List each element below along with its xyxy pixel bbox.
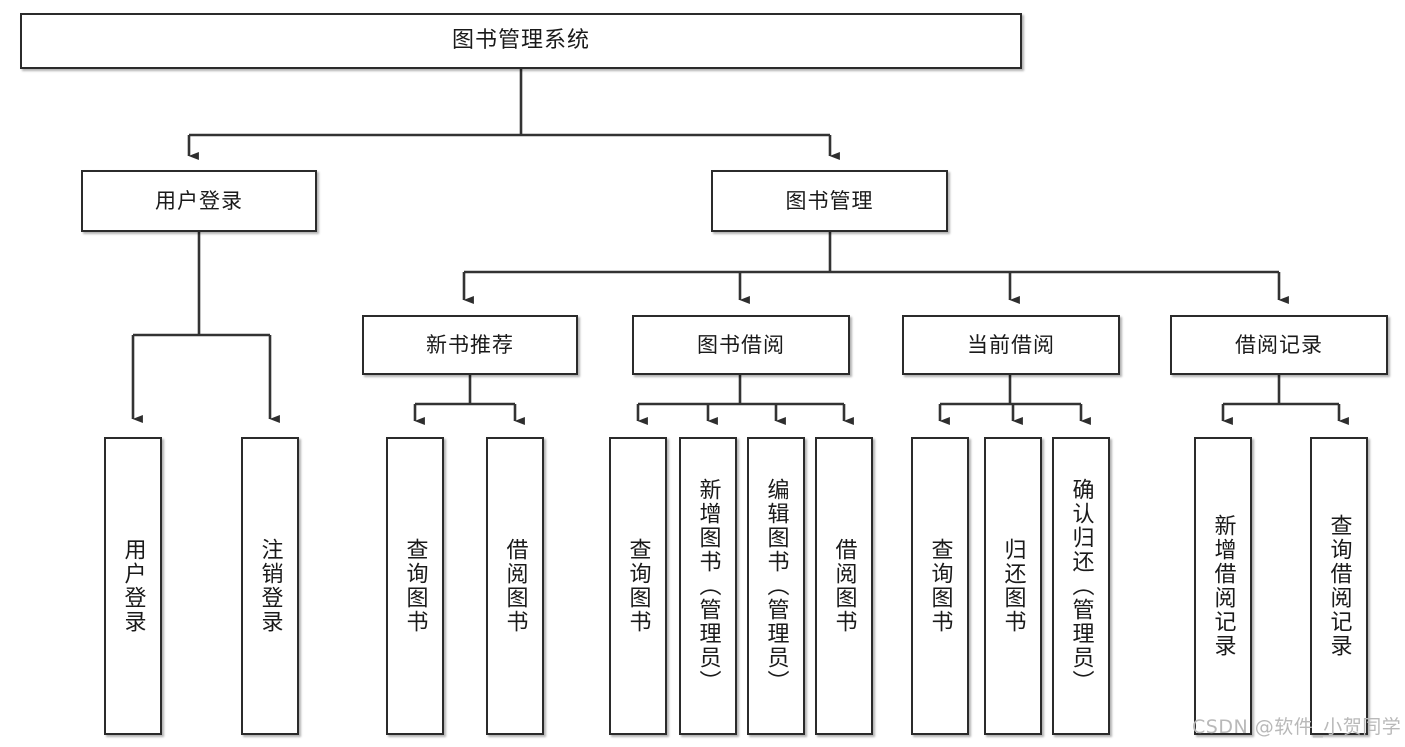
node-label: 查询图书	[402, 538, 428, 634]
node-leaf-query-borrow-record[interactable]: 查询借阅记录	[1310, 437, 1368, 735]
node-leaf-add-book-admin[interactable]: 新增图书（管理员）	[679, 437, 737, 735]
watermark-text: CSDN @软件_小贺同学	[1192, 716, 1402, 738]
node-label: 新书推荐	[426, 332, 514, 357]
node-leaf-query-book-3[interactable]: 查询图书	[911, 437, 969, 735]
node-label: 用户登录	[155, 188, 243, 213]
node-borrow-record[interactable]: 借阅记录	[1170, 315, 1388, 375]
node-book-management[interactable]: 图书管理	[711, 170, 948, 232]
node-label: 图书借阅	[697, 332, 785, 357]
node-root-system[interactable]: 图书管理系统	[20, 13, 1022, 69]
node-label: 归还图书	[1000, 538, 1026, 634]
node-book-borrow[interactable]: 图书借阅	[632, 315, 850, 375]
node-label: 查询借阅记录	[1326, 514, 1352, 658]
node-label: 用户登录	[120, 538, 146, 634]
node-label: 注销登录	[257, 538, 283, 634]
node-leaf-edit-book-admin[interactable]: 编辑图书（管理员）	[747, 437, 805, 735]
node-leaf-borrow-book-1[interactable]: 借阅图书	[486, 437, 544, 735]
node-leaf-query-book-1[interactable]: 查询图书	[386, 437, 444, 735]
node-leaf-confirm-return-admin[interactable]: 确认归还（管理员）	[1052, 437, 1110, 735]
node-user-login[interactable]: 用户登录	[81, 170, 317, 232]
node-label: 新增图书（管理员）	[695, 478, 721, 694]
node-label: 确认归还（管理员）	[1068, 478, 1094, 694]
node-label: 新增借阅记录	[1210, 514, 1236, 658]
node-label: 图书管理	[785, 188, 874, 213]
node-new-book-recommend[interactable]: 新书推荐	[362, 315, 578, 375]
node-leaf-logout-login[interactable]: 注销登录	[241, 437, 299, 735]
node-label: 借阅记录	[1235, 332, 1323, 357]
node-leaf-query-book-2[interactable]: 查询图书	[609, 437, 667, 735]
node-label: 当前借阅	[967, 332, 1055, 357]
node-leaf-user-login[interactable]: 用户登录	[104, 437, 162, 735]
node-label: 查询图书	[927, 538, 953, 634]
node-current-borrow[interactable]: 当前借阅	[902, 315, 1120, 375]
node-leaf-return-book[interactable]: 归还图书	[984, 437, 1042, 735]
node-label: 借阅图书	[831, 538, 857, 634]
node-label: 图书管理系统	[451, 28, 590, 54]
node-leaf-borrow-book-2[interactable]: 借阅图书	[815, 437, 873, 735]
node-label: 借阅图书	[502, 538, 528, 634]
node-label: 编辑图书（管理员）	[763, 478, 789, 694]
node-leaf-add-borrow-record[interactable]: 新增借阅记录	[1194, 437, 1252, 735]
node-label: 查询图书	[625, 538, 651, 634]
